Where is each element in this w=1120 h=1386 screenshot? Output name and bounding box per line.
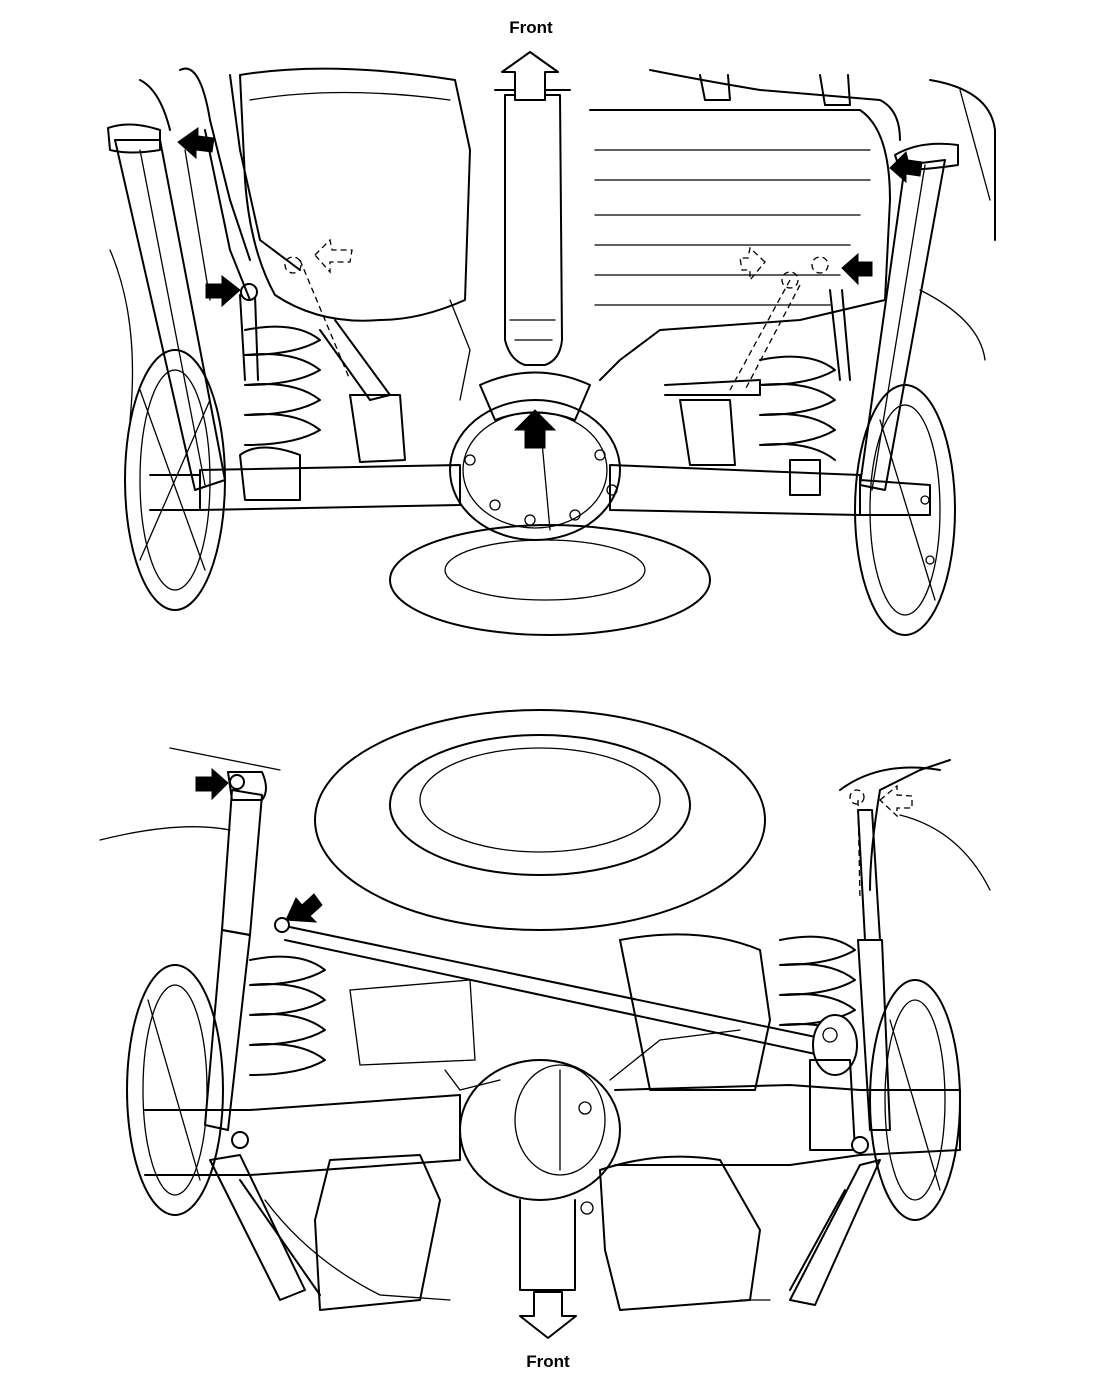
right-rear-wheel-top	[854, 384, 956, 636]
bolt-lateral-rod	[274, 917, 290, 933]
front-label-top: Front	[509, 18, 553, 37]
hollow-direction-arrow-icon	[501, 51, 559, 101]
hidden-fasteners-bottom	[849, 789, 865, 805]
rear-axle-housing-bottom	[144, 1059, 961, 1176]
underbody-panels	[589, 74, 891, 381]
front-label-bottom: Front	[526, 1352, 570, 1371]
hollow-direction-arrow-icon	[519, 1291, 577, 1339]
hidden-fasteners-top	[284, 256, 829, 391]
lower-arms-bottom	[209, 1131, 881, 1306]
right-shock-absorber-top	[859, 142, 959, 491]
spare-tire-top	[389, 524, 711, 636]
dashed-outline-arrow-icon	[739, 246, 766, 282]
black-arrow-icon	[513, 409, 557, 449]
underbody-tanks-bottom	[314, 933, 771, 1311]
right-rear-wheel-bottom	[869, 979, 961, 1221]
differential-housing	[449, 371, 621, 541]
right-coil-spring-bottom	[779, 935, 856, 1041]
black-arrow-icon	[177, 127, 215, 160]
rear-axle-housing	[149, 464, 931, 516]
body-outline-top	[109, 67, 996, 421]
left-shock-absorber-bottom	[204, 771, 267, 1131]
black-arrow-icon	[889, 151, 923, 184]
bottom-view	[99, 709, 991, 1339]
drive-shaft	[494, 89, 571, 366]
black-arrow-icon	[285, 893, 323, 923]
right-coil-spring-top	[759, 355, 836, 461]
spare-tire-bottom	[314, 709, 766, 931]
dashed-outline-arrow-icon	[879, 784, 913, 818]
stabilizer-links-top	[184, 129, 851, 381]
left-rear-wheel-top	[124, 349, 226, 611]
body-outline-bottom	[99, 747, 991, 891]
top-view	[107, 51, 996, 636]
dashed-outline-arrow-icon	[314, 238, 353, 274]
black-arrow-icon	[195, 767, 229, 801]
left-coil-spring-bottom	[249, 955, 326, 1076]
right-shock-absorber-bottom	[857, 799, 891, 1131]
left-shock-absorber-top	[107, 123, 226, 491]
upper-links-top	[239, 319, 821, 501]
left-rear-wheel-bottom	[126, 964, 224, 1216]
fuel-tank	[239, 67, 471, 401]
lateral-rod	[279, 924, 858, 1076]
left-coil-spring-top	[244, 325, 321, 446]
brake-lines-bottom	[264, 1029, 771, 1301]
black-arrow-icon	[205, 274, 241, 308]
differential-bottom	[459, 1059, 621, 1291]
black-arrow-icon	[841, 252, 873, 286]
